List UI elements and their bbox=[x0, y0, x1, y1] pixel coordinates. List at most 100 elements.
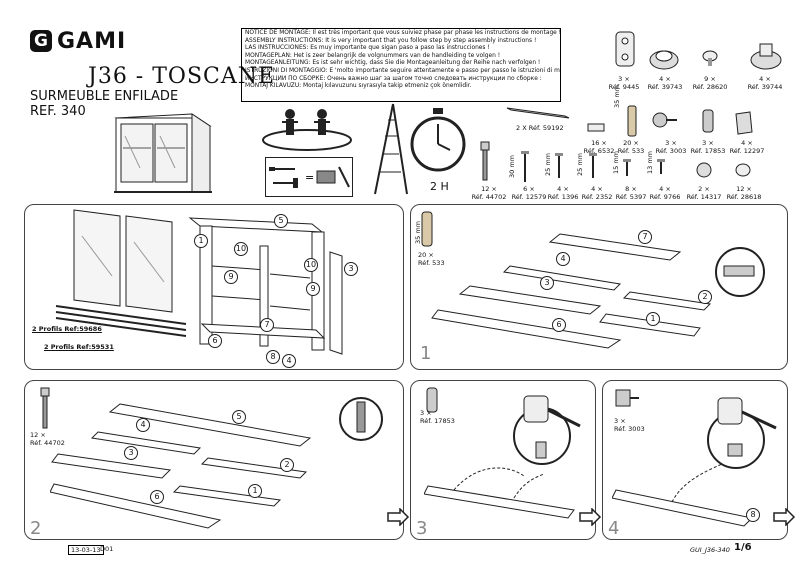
callout-9b: 9 bbox=[306, 282, 320, 296]
step-3-hardware: 3 ×Réf. 17853 bbox=[420, 409, 455, 425]
step1-callout-1: 1 bbox=[646, 312, 660, 326]
step-4-illustration bbox=[612, 397, 777, 527]
profile-label-b: 2 Profils Ref:59531 bbox=[44, 343, 114, 351]
step-1-number: 1 bbox=[420, 343, 432, 364]
hw-1396: 4 ×Réf. 1396 bbox=[547, 185, 579, 201]
model-title: J36 - TOSCANE bbox=[88, 64, 276, 89]
product-ref: REF. 340 bbox=[30, 104, 86, 119]
screw-icon bbox=[657, 159, 665, 174]
notice-line: ASSEMBLY INSTRUCTIONS: It is very import… bbox=[245, 37, 537, 44]
tools-box: = bbox=[265, 157, 353, 197]
hw-533: 20 ×Réf. 533 bbox=[617, 139, 645, 155]
step-1-dim: 35 mm bbox=[414, 220, 422, 244]
notice-line: LAS INSTRUCCIONES: Es muy importante que… bbox=[245, 45, 490, 52]
notice-line: MONTAGEANLEITUNG: Es ist sehr wichtig, d… bbox=[245, 60, 541, 67]
footer-code: GUI_J36-340 bbox=[690, 546, 730, 554]
dim-25mm-b: 25 mm bbox=[576, 152, 584, 176]
hw-44702: 12 ×Réf. 44702 bbox=[471, 185, 507, 201]
insert-nut-icon bbox=[702, 109, 714, 133]
cam-bolt-icon bbox=[615, 389, 639, 407]
wood-dowel-icon bbox=[421, 211, 433, 247]
dim-15mm: 15 mm bbox=[612, 150, 620, 174]
notice-line: MONTAGEPLAN: Het is zeer belangrijk de v… bbox=[245, 52, 501, 59]
step1-callout-3: 3 bbox=[540, 276, 554, 290]
dowel-detail-circle bbox=[715, 247, 765, 297]
furniture-preview-illustration bbox=[114, 113, 212, 193]
dim-35mm: 35 mm bbox=[613, 84, 621, 108]
screw-icon bbox=[555, 153, 563, 178]
step-1-illustration bbox=[431, 233, 712, 349]
hw-39743: 4 ×Réf. 39743 bbox=[647, 75, 683, 91]
step-4-number: 4 bbox=[608, 518, 620, 539]
wood-dowel-icon bbox=[627, 105, 637, 137]
next-step-arrow-icon bbox=[773, 508, 796, 526]
connector-fitting-icon bbox=[750, 43, 782, 70]
hw-17853: 3 ×Réf. 17853 bbox=[690, 139, 726, 155]
notice-box: NOTICE DE MONTAGE: Il est très important… bbox=[241, 28, 561, 102]
connector-bolt-icon bbox=[480, 141, 490, 181]
step2-callout-5: 5 bbox=[232, 410, 246, 424]
product-subtitle: SURMEUBLE ENFILADE bbox=[30, 89, 179, 104]
step2-callout-3: 3 bbox=[124, 446, 138, 460]
step2-callout-6: 6 bbox=[150, 490, 164, 504]
dim-30mm: 30 mm bbox=[508, 154, 516, 178]
dim-25mm-a: 25 mm bbox=[544, 152, 552, 176]
hw-12579: 6 ×Réf. 12579 bbox=[511, 185, 547, 201]
rail-profile-icon bbox=[506, 107, 570, 119]
hw-28620: 9 ×Réf. 28620 bbox=[692, 75, 728, 91]
bracket-icon bbox=[735, 111, 753, 135]
notice-line: ИНСТРУКЦИИ ПО СБОРКЕ: Очень важно шаг за… bbox=[245, 75, 542, 82]
hw-3003: 3 ×Réf. 3003 bbox=[655, 139, 687, 155]
step1-callout-6: 6 bbox=[552, 318, 566, 332]
step1-callout-7: 7 bbox=[638, 230, 652, 244]
cap-icon bbox=[702, 50, 718, 66]
cam-plate-icon bbox=[615, 31, 635, 67]
brand-logo: G GAMI bbox=[30, 28, 142, 54]
next-step-arrow-icon bbox=[387, 508, 410, 526]
callout-3: 3 bbox=[344, 262, 358, 276]
step2-callout-2: 2 bbox=[280, 458, 294, 472]
cam-lock-icon bbox=[649, 50, 679, 70]
dim-13mm: 13 mm bbox=[646, 150, 654, 174]
step2-callout-1: 1 bbox=[248, 484, 262, 498]
callout-4: 4 bbox=[282, 354, 296, 368]
mallet-icon bbox=[338, 166, 350, 188]
step2-callout-4: 4 bbox=[136, 418, 150, 432]
notice-line: NOTICE DE MONTAGE: Il est très important… bbox=[245, 30, 561, 36]
insert-nut-icon bbox=[426, 387, 438, 413]
step-4-hardware: 3 ×Réf. 3003 bbox=[614, 417, 645, 433]
step-2-hardware: 12 ×Réf. 44702 bbox=[30, 431, 65, 447]
callout-5: 5 bbox=[274, 214, 288, 228]
ladder-icon bbox=[374, 103, 408, 195]
mallet-icon bbox=[717, 397, 743, 425]
step-1-hardware: 20 ×Réf. 533 bbox=[418, 251, 445, 267]
hw-9766: 4 ×Réf. 9766 bbox=[649, 185, 681, 201]
callout-8: 8 bbox=[266, 350, 280, 364]
step1-callout-4: 4 bbox=[556, 252, 570, 266]
footer-date: 13-03-13 bbox=[68, 545, 104, 555]
hw-59192: 2 X Réf. 59192 bbox=[516, 124, 564, 132]
step-2-number: 2 bbox=[30, 518, 42, 539]
page-number: 1/6 bbox=[734, 542, 752, 553]
svg-text:=: = bbox=[305, 171, 314, 184]
screw-icon bbox=[589, 153, 597, 178]
callout-10a: 10 bbox=[234, 242, 248, 256]
screw-icon bbox=[623, 159, 631, 176]
mallet-icon bbox=[523, 395, 549, 423]
step-2-illustration bbox=[50, 403, 312, 529]
callout-1: 1 bbox=[194, 234, 208, 248]
hw-2352: 4 ×Réf. 2352 bbox=[581, 185, 613, 201]
stopwatch-icon bbox=[410, 108, 466, 172]
callout-6: 6 bbox=[208, 334, 222, 348]
notice-line: MONTAJ KILAVUZU: Montaj kılavuzunu sıyra… bbox=[245, 83, 472, 90]
callout-7: 7 bbox=[260, 318, 274, 332]
footer-version: D01 bbox=[100, 545, 114, 553]
step4-callout-8: 8 bbox=[746, 508, 760, 522]
two-persons-icon bbox=[262, 109, 352, 151]
bolt-detail-circle bbox=[339, 397, 383, 441]
step1-callout-2: 2 bbox=[698, 290, 712, 304]
hw-6532: 16 ×Réf. 6532 bbox=[583, 139, 615, 155]
next-step-arrow-icon bbox=[579, 508, 602, 526]
profile-label-a: 2 Profils Ref:59686 bbox=[32, 325, 102, 333]
step-3-number: 3 bbox=[416, 518, 428, 539]
